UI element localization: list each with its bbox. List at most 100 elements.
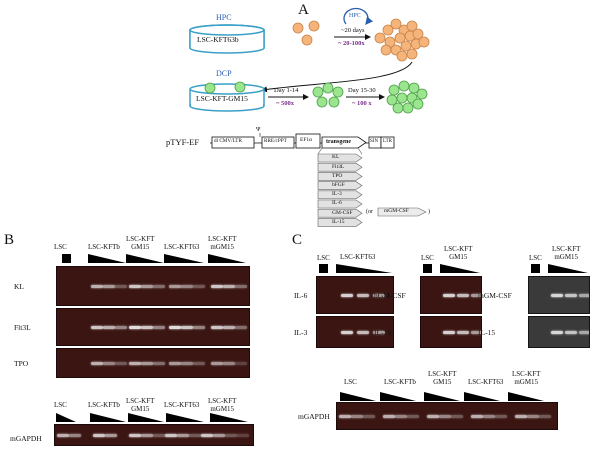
transgene-arrow	[317, 181, 363, 190]
dish-lsc-kft-gm15	[189, 81, 265, 112]
gel-image	[56, 348, 250, 378]
transgene-label: KL	[332, 154, 340, 161]
transgene-label: Flt3L	[332, 163, 345, 170]
curved-arrow	[261, 61, 413, 93]
dcp-label: DCP	[216, 69, 232, 78]
control-label: LSC	[317, 254, 330, 262]
seg-psi: Ψ	[256, 127, 261, 133]
dcp-cells-large	[386, 80, 428, 114]
sample-label: LSC-KFT63	[340, 253, 376, 261]
gel-band	[551, 331, 563, 334]
gel-band	[105, 434, 117, 437]
seg-ltr: LTR	[383, 139, 392, 144]
gel-band	[169, 326, 181, 329]
dilution-wedge	[208, 254, 246, 263]
gel-band	[193, 326, 205, 329]
panel-a-diagram	[189, 7, 430, 227]
gel-band	[211, 285, 223, 288]
gel-band	[69, 434, 81, 437]
dilution-wedge	[336, 264, 392, 273]
hpc-self-renew-loop	[343, 7, 374, 26]
arrow3-bottom: ~ 100 x	[352, 100, 372, 107]
alt-close: )	[428, 209, 430, 215]
gel-band	[93, 434, 105, 437]
gel-band	[115, 362, 127, 365]
gel-image	[528, 276, 590, 314]
gel-band	[153, 362, 165, 365]
gapdh-lane-label: LSC-KFT mGM15	[512, 370, 541, 386]
gapdh-lane-label: LSC-KFT GM15	[428, 370, 457, 386]
gel-band	[373, 294, 385, 297]
dilution-wedge	[548, 264, 588, 273]
dish-lsc-kft63b	[189, 24, 265, 54]
gel-band	[103, 285, 115, 288]
gel-band	[565, 331, 577, 334]
gel-band	[351, 415, 363, 418]
gel-band	[457, 331, 469, 334]
arrow2-bottom: ~ 500x	[276, 100, 295, 107]
transgene-arrow	[317, 172, 363, 181]
gel-band	[495, 415, 507, 418]
gel-band	[471, 415, 483, 418]
gel-band	[223, 362, 235, 365]
transgene-arrow	[317, 218, 363, 227]
gapdh-row-label: mGAPDH	[10, 434, 42, 443]
gel-band	[169, 362, 181, 365]
panel-c-letter: C	[292, 232, 303, 248]
dilution-wedge	[128, 413, 164, 422]
loop-label: HPC	[349, 13, 361, 19]
gel-image	[420, 276, 482, 314]
gel-band	[169, 285, 181, 288]
vector-name: pTYF-EF	[166, 137, 200, 147]
dish1-label: LSC-KFT63b	[197, 35, 239, 44]
gel-row-label: mGM-CSF	[478, 291, 512, 300]
gel-band	[153, 285, 165, 288]
transgene-arrow	[317, 153, 363, 163]
gel-lane-label: LSC-KFTb	[88, 243, 120, 251]
gel-band	[57, 434, 69, 437]
gel-band	[439, 415, 451, 418]
gel-band	[451, 415, 463, 418]
gel-band	[471, 294, 481, 297]
gel-band	[193, 285, 205, 288]
gel-band	[551, 294, 563, 297]
gel-band	[181, 326, 193, 329]
gel-band	[201, 434, 213, 437]
gel-image	[56, 308, 250, 346]
gel-band	[129, 285, 141, 288]
alt-gene-label: mGM-CSF	[384, 208, 409, 214]
gel-band	[141, 362, 153, 365]
gel-band	[129, 362, 141, 365]
gel-band	[141, 434, 153, 437]
arrow1-top: ~20 days	[341, 27, 365, 34]
gel-lane-label: LSC-KFT mGM15	[208, 235, 237, 251]
gel-band	[177, 434, 189, 437]
dilution-wedge	[440, 264, 480, 273]
gel-band	[443, 294, 455, 297]
gel-lane-label: LSC-KFT GM15	[126, 235, 155, 251]
transgene-label: TPO	[332, 172, 343, 179]
hpc-cells-large	[374, 18, 430, 62]
gel-lane-label: LSC	[54, 243, 67, 251]
gel-band	[129, 326, 141, 329]
alt-or: (or	[366, 209, 373, 215]
gel-band	[193, 362, 205, 365]
gel-band	[407, 415, 419, 418]
dilution-wedge	[88, 254, 126, 263]
gel-band	[115, 285, 127, 288]
gel-band	[579, 331, 589, 334]
gel-band	[91, 326, 103, 329]
dilution-wedge	[508, 392, 544, 401]
gel-lane-label: LSC-KFT63	[164, 243, 200, 251]
gel-band	[339, 415, 351, 418]
gel-band	[211, 362, 223, 365]
gel-band	[115, 326, 127, 329]
gapdh-lane-label: LSC-KFTb	[384, 378, 416, 386]
control-label: LSC	[529, 254, 542, 262]
gel-row-label: Flt3L	[14, 323, 31, 332]
gel-band	[579, 294, 589, 297]
arrow3-top: Day 15-30	[348, 87, 376, 94]
gel-image	[316, 276, 394, 314]
gapdh-gel	[54, 424, 254, 446]
hpc-cells-small	[292, 20, 320, 46]
